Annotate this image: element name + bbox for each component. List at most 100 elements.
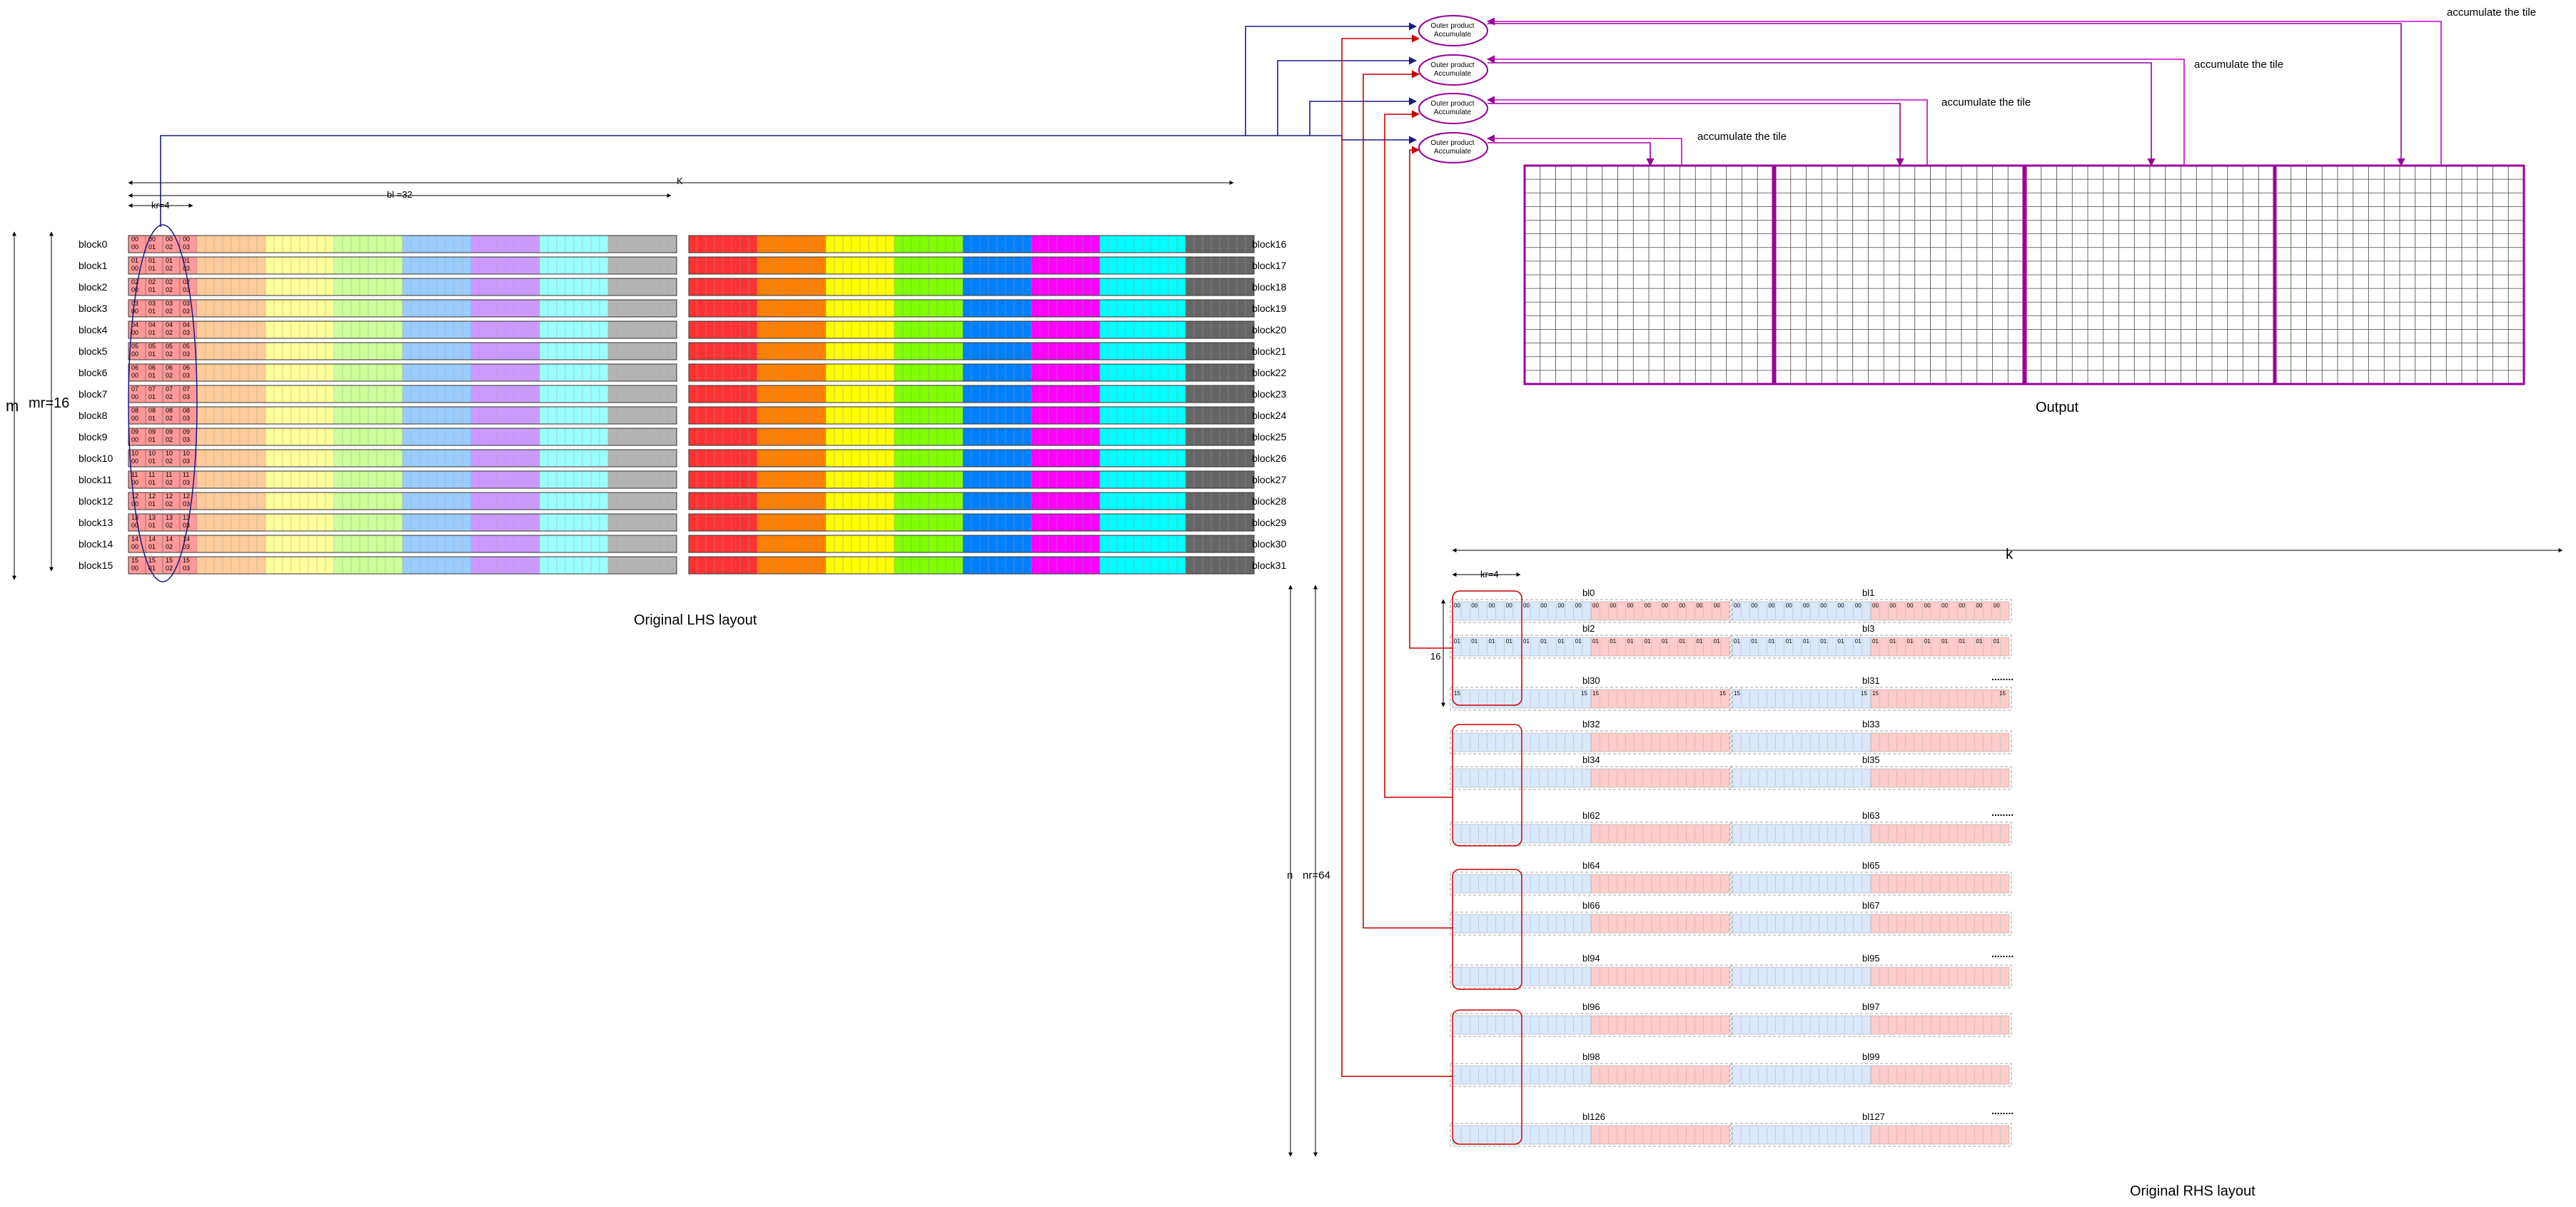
lhs-cell xyxy=(1065,385,1075,403)
lhs-cell xyxy=(954,556,964,575)
lhs-cell xyxy=(213,385,223,403)
lhs-cell xyxy=(582,320,592,339)
lhs-cell xyxy=(385,556,395,575)
lhs-cell xyxy=(919,342,929,360)
lhs-cell xyxy=(428,492,438,510)
lhs-cell xyxy=(1211,385,1221,403)
rhs-block-name: bl34 xyxy=(1582,754,1600,765)
lhs-cell xyxy=(393,342,403,360)
lhs-cell xyxy=(650,556,660,575)
lhs-cell xyxy=(1039,449,1049,468)
lhs-cell xyxy=(1091,513,1101,532)
lhs-cell xyxy=(599,492,609,510)
lhs-row-outline xyxy=(128,492,677,510)
lhs-cell xyxy=(213,256,223,275)
lhs-cell xyxy=(368,513,378,532)
lhs-cell xyxy=(625,342,635,360)
lhs-cell xyxy=(834,342,844,360)
lhs-cell xyxy=(791,556,801,575)
rhs-cell-top-index: 01 xyxy=(1854,638,1862,645)
output-accumulate-arrow-1 xyxy=(1486,55,2185,166)
lhs-cell xyxy=(954,278,964,296)
rhs-cell-top-index: 00 xyxy=(1679,602,1686,609)
lhs-cell xyxy=(799,428,809,446)
lhs-cell xyxy=(1219,299,1229,318)
lhs-cell xyxy=(265,556,275,575)
lhs-cell xyxy=(799,385,809,403)
lhs-cell xyxy=(256,299,266,318)
lhs-cell xyxy=(1074,363,1084,382)
lhs-cell xyxy=(705,299,715,318)
lhs-cell xyxy=(971,278,981,296)
lhs-cell xyxy=(393,363,403,382)
lhs-cell xyxy=(799,470,809,489)
lhs-cell xyxy=(1082,535,1092,553)
lhs-cell xyxy=(996,342,1006,360)
lhs-cell xyxy=(505,235,515,253)
lhs-cell xyxy=(765,492,775,510)
lhs-cell xyxy=(248,299,258,318)
lhs-cell xyxy=(342,492,352,510)
lhs-cell-top-index: 12 xyxy=(131,493,139,500)
lhs-cell xyxy=(1031,428,1041,446)
lhs-cell xyxy=(291,278,300,296)
lhs-cell xyxy=(971,492,981,510)
lhs-cell xyxy=(859,342,869,360)
lhs-cell xyxy=(590,470,600,489)
lhs-cell xyxy=(799,235,809,253)
lhs-cell xyxy=(859,556,869,575)
lhs-cell xyxy=(368,299,378,318)
lhs-cell xyxy=(834,406,844,425)
lhs-cell xyxy=(842,449,852,468)
lhs-cell xyxy=(428,320,438,339)
lhs-cell xyxy=(1236,320,1246,339)
lhs-cell xyxy=(599,385,609,403)
lhs-cell xyxy=(453,278,463,296)
lhs-cell xyxy=(205,363,215,382)
lhs-block-label-0: block0 xyxy=(79,238,108,250)
lhs-cell xyxy=(1236,513,1246,532)
lhs-cell xyxy=(282,320,292,339)
lhs-cell xyxy=(971,235,981,253)
lhs-cell xyxy=(291,449,300,468)
lhs-cell xyxy=(325,556,335,575)
lhs-cell xyxy=(1108,385,1118,403)
lhs-cell xyxy=(599,235,609,253)
lhs-cell xyxy=(350,256,360,275)
lhs-cell-top-index: 10 xyxy=(183,450,191,457)
lhs-cell xyxy=(1211,470,1221,489)
lhs-cell xyxy=(834,535,844,553)
lhs-cell xyxy=(556,492,566,510)
lhs-cell xyxy=(342,235,352,253)
lhs-cell xyxy=(368,342,378,360)
lhs-cell xyxy=(376,342,386,360)
lhs-cell xyxy=(393,320,403,339)
lhs-cell xyxy=(748,470,758,489)
lhs-cell xyxy=(479,385,489,403)
lhs-cell xyxy=(248,235,258,253)
lhs-cell xyxy=(445,363,455,382)
lhs-cell xyxy=(376,406,386,425)
lhs-cell xyxy=(697,363,707,382)
lhs-cell xyxy=(1159,363,1169,382)
lhs-cell xyxy=(1074,470,1084,489)
rhs-cell-top-index: 01 xyxy=(1592,638,1599,645)
lhs-cell xyxy=(265,342,275,360)
lhs-cell xyxy=(625,320,635,339)
lhs-cell-top-index: 11 xyxy=(148,471,156,478)
lhs-cell xyxy=(1159,385,1169,403)
lhs-cell xyxy=(196,428,206,446)
lhs-cell xyxy=(714,385,724,403)
lhs-cell xyxy=(590,235,600,253)
lhs-cell xyxy=(410,428,420,446)
lhs-cell xyxy=(1099,556,1109,575)
lhs-cell xyxy=(522,342,532,360)
lhs-row-outline xyxy=(128,449,677,468)
lhs-cell xyxy=(530,492,540,510)
lhs-cell xyxy=(350,556,360,575)
lhs-cell xyxy=(748,256,758,275)
lhs-cell xyxy=(825,449,835,468)
lhs-cell xyxy=(625,406,635,425)
lhs-cell xyxy=(936,385,946,403)
